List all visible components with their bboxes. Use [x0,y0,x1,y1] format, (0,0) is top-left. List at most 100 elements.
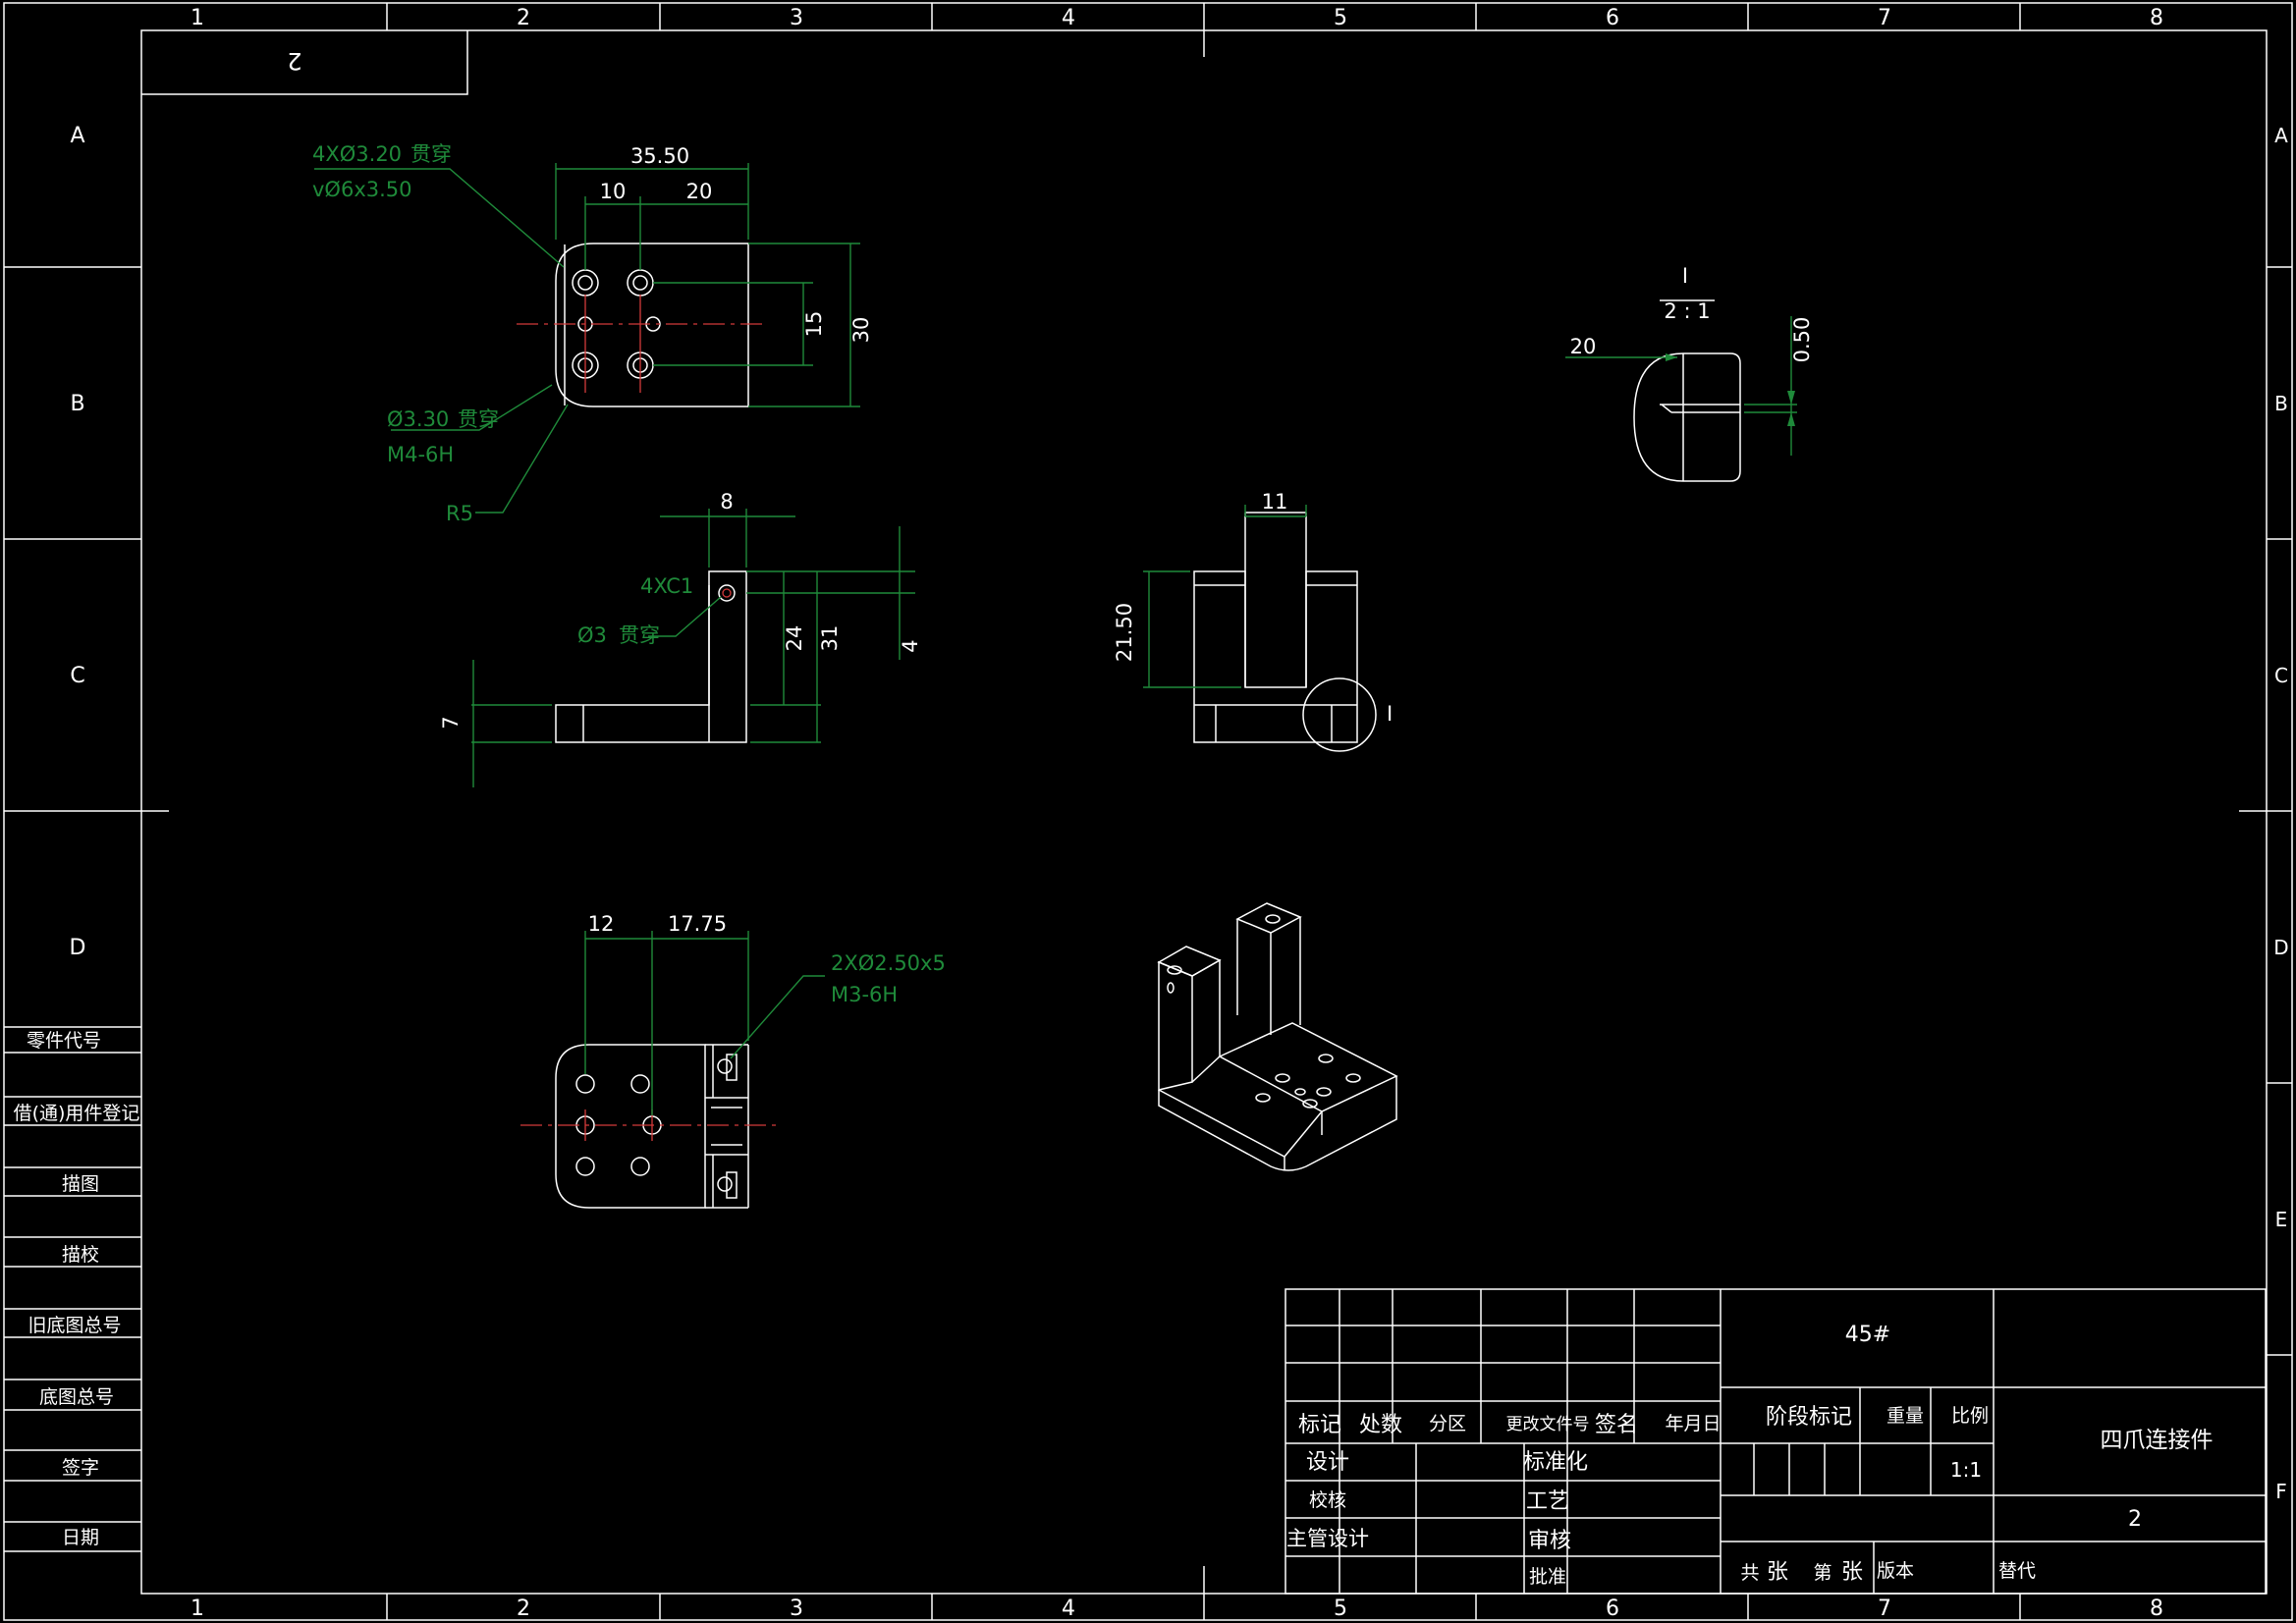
detail-marker: I [1387,702,1393,726]
column-label: 5 [1334,6,1347,30]
dim-top-width: 8 [720,490,733,514]
detail-view [1633,299,1741,482]
strip-label: 描校 [62,1244,99,1266]
header-date: 年月日 [1665,1413,1721,1434]
header-sign: 签名 [1595,1413,1638,1437]
bottom-view-dimensions [584,931,825,1115]
dim-slot-width: 11 [1262,490,1288,514]
stage-mark: 阶段标记 [1766,1405,1852,1430]
material: 45# [1845,1323,1890,1347]
top-view-dimensions [314,163,860,514]
dim-tall-a: 24 [783,625,806,652]
column-label: 4 [1062,6,1075,30]
column-label: 3 [790,1596,803,1621]
dim-base: 7 [439,716,463,729]
counterbore-hole [627,269,654,297]
row-label: D [70,936,86,960]
weight-label: 重量 [1886,1405,1924,1427]
bottom-view [520,1044,776,1209]
title-block-text: 45# 四爪连接件 2 1:1 标记 处数 分区 更改文件号 签名 年月日 设计… [1286,1323,2214,1588]
dim-bottom-left: 12 [588,912,615,936]
dim-bottom-right: 17.75 [668,912,727,936]
sheets-unit-a: 张 [1767,1560,1788,1585]
dim-small: 4 [899,639,922,652]
column-label: 6 [1606,1596,1619,1621]
row-label: A [70,124,84,148]
detail-circle [1302,677,1377,752]
note-tap-line1-cn: 贯穿 [458,407,499,431]
part-name: 四爪连接件 [2101,1428,2214,1453]
column-label: 4 [1062,1596,1075,1621]
note-tap-line2: M4-6H [387,443,454,466]
sheet-no-label: 第 [1813,1562,1831,1584]
dim-hole-span: 15 [802,311,826,338]
dim-slot-depth: 21.50 [1113,603,1136,662]
row-labels-right: A B C D E F [2273,124,2288,1503]
strip-label: 描图 [62,1173,99,1195]
column-label: 8 [2150,6,2163,30]
title-block [1285,1288,2267,1595]
strip-label: 签字 [62,1457,99,1479]
role-design: 设计 [1306,1450,1349,1475]
column-labels-top: 1 2 3 4 5 6 7 8 [191,6,2163,30]
note-holes-line1: 4XØ3.20 [312,142,402,166]
drawing-number: 2 [2128,1507,2142,1532]
row-label: D [2273,936,2288,959]
column-labels-bottom: 1 2 3 4 5 6 7 8 [191,1596,2163,1621]
detail-scale: 2 : 1 [1664,299,1710,323]
dim-pitch-a: 10 [600,180,627,203]
dim-overall: 35.50 [630,144,689,168]
header-count: 处数 [1359,1413,1402,1437]
column-label: 7 [1878,6,1891,30]
role-approve: 批准 [1529,1566,1566,1588]
role-process: 工艺 [1526,1489,1569,1514]
note-bottom-holes-line1: 2XØ2.50x5 [831,951,946,975]
dim-detail-left: 20 [1570,335,1597,358]
note-bottom-holes-line2: M3-6H [831,983,898,1006]
dim-pitch-b: 20 [686,180,713,203]
front-view [1193,512,1377,752]
side-view-dim-text: 8 24 31 4 7 4XC1 Ø3 贯穿 [439,490,922,730]
note-tap-line1: Ø3.30 [387,407,449,431]
role-standard: 标准化 [1523,1450,1588,1475]
replace-label: 替代 [1998,1560,2036,1582]
corner-code: 2 [287,47,301,75]
row-label: B [2274,392,2288,415]
front-view-outline [1193,570,1358,743]
row-label: A [2274,124,2288,147]
sheets-unit-b: 张 [1841,1560,1863,1585]
header-mark: 标记 [1298,1413,1341,1437]
row-label: C [2274,664,2288,687]
dim-tall-b: 31 [818,625,842,652]
scale-label: 比例 [1951,1405,1989,1427]
strip-label: 借(通)用件登记 [14,1103,140,1124]
version-label: 版本 [1877,1560,1914,1582]
column-label: 2 [517,6,530,30]
row-label: C [70,664,84,688]
note-radius: R5 [446,502,473,525]
column-label: 1 [191,6,204,30]
column-label: 3 [790,6,803,30]
side-view-dimensions [471,509,915,787]
row-labels-left: A B C D [70,124,86,960]
sheets-total-label: 共 [1740,1562,1759,1584]
column-label: 5 [1334,1596,1347,1621]
role-chief-design: 主管设计 [1286,1527,1369,1550]
strip-label: 旧底图总号 [27,1315,121,1336]
role-review: 审核 [1528,1529,1571,1553]
left-strip [4,1026,141,1552]
column-label: 6 [1606,6,1619,30]
strip-label: 日期 [62,1527,99,1548]
front-view-dimensions [1143,505,1307,688]
detail-view-dimensions [1565,316,1797,456]
row-label: F [2275,1480,2287,1503]
counterbore-hole [572,269,599,297]
isometric-view [1157,902,1398,1171]
note-holes-line1-cn: 贯穿 [410,142,452,166]
scale-value: 1:1 [1950,1458,1982,1482]
column-label: 7 [1878,1596,1891,1621]
row-label: E [2275,1208,2288,1231]
note-hole: Ø3 [577,623,607,647]
header-doc-no: 更改文件号 [1506,1415,1590,1434]
